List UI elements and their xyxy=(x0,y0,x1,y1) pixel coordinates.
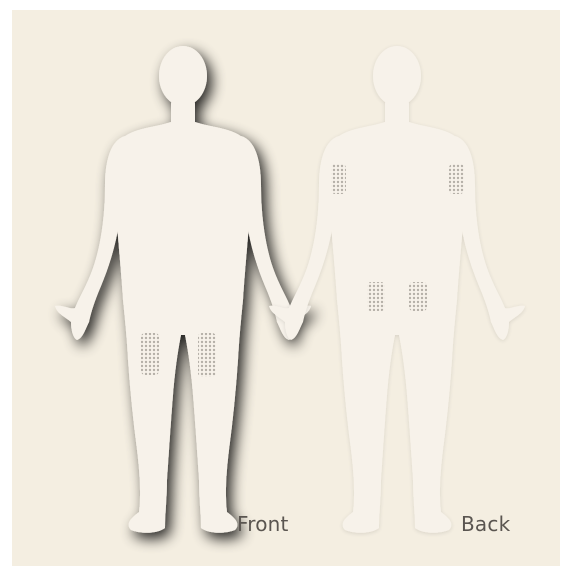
back-figure xyxy=(269,46,525,533)
front-label: Front xyxy=(237,512,289,536)
front-figure xyxy=(55,46,311,533)
back-right-buttock-dots xyxy=(409,282,427,311)
front-left-thigh-dots xyxy=(141,333,159,375)
back-left-buttock-dots xyxy=(367,282,385,311)
front-right-thigh-dots xyxy=(198,333,216,377)
back-left-upper-arm-dots xyxy=(331,164,346,194)
back-right-upper-arm-dots xyxy=(449,164,464,194)
back-label: Back xyxy=(461,512,510,536)
